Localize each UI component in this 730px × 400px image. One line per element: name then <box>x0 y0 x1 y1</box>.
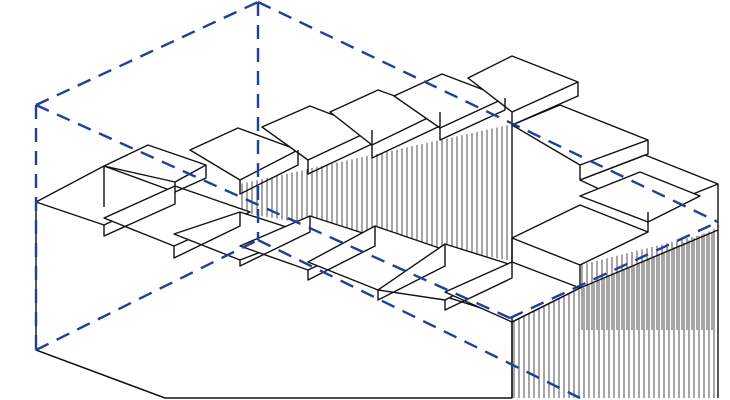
riser-edge-9 <box>239 150 299 195</box>
riser-edge-4 <box>239 216 311 267</box>
box-front-top-edge <box>35 103 511 320</box>
box-bottom-right-edge <box>257 238 581 400</box>
step-2-tread <box>103 185 251 247</box>
riser-edge-8 <box>174 165 207 193</box>
riser-edge-7 <box>444 262 513 311</box>
step-risers <box>35 82 719 399</box>
dashed-bounding-box <box>34 0 719 400</box>
right-lower-edge <box>579 229 719 289</box>
riser-edge-10 <box>307 130 373 175</box>
riser-edge-14 <box>579 140 649 181</box>
box-bottom-left-edge <box>35 238 259 352</box>
box-top-right-edge <box>257 0 719 224</box>
riser-edge-13 <box>511 82 579 126</box>
right-step-4-tread <box>579 171 701 223</box>
riser-edge-6 <box>377 244 446 301</box>
back-wall-hatching <box>241 125 508 261</box>
riser-edge-2 <box>103 192 176 237</box>
riser-edge-12 <box>439 98 506 141</box>
right-wall-hatching <box>513 229 715 398</box>
box-top-left-edge <box>35 0 259 107</box>
riser-edge-3 <box>173 212 241 259</box>
bottom-left-edge <box>35 349 166 399</box>
box-front-right-edge <box>509 220 719 320</box>
riser-edge-5 <box>307 226 376 281</box>
riser-edge-11 <box>371 112 441 159</box>
